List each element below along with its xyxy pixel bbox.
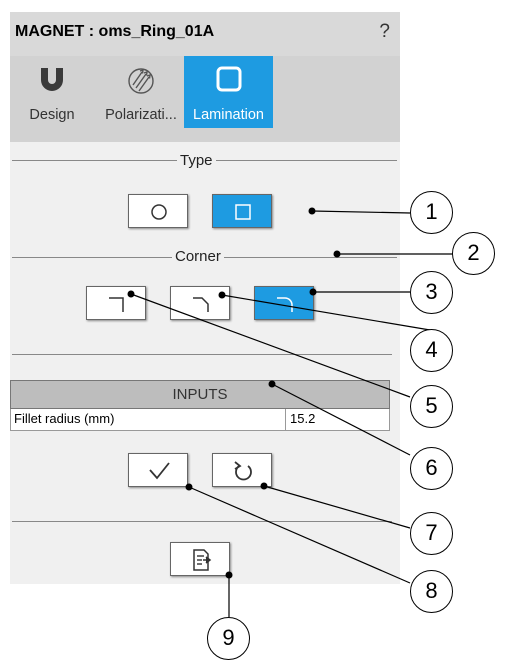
lamination-icon (215, 65, 243, 98)
callout-2: 2 (452, 232, 495, 275)
inputs-table-header: INPUTS (10, 380, 390, 409)
checkmark-icon (149, 462, 170, 480)
undo-icon (234, 461, 252, 481)
tab-polarization[interactable]: Polarizati... (98, 56, 184, 128)
corner-fillet-button[interactable] (254, 286, 314, 320)
title-bar: MAGNET : oms_Ring_01A ? (10, 12, 400, 56)
callout-1: 1 (410, 191, 453, 234)
callout-9: 9 (207, 617, 250, 660)
corner-sharp-button[interactable] (86, 286, 146, 320)
reset-button[interactable] (212, 453, 272, 487)
magnet-icon (37, 65, 67, 100)
type-circle-button[interactable] (128, 194, 188, 228)
tab-design[interactable]: Design (10, 56, 94, 128)
section-divider (12, 354, 392, 355)
panel-title: MAGNET : oms_Ring_01A (15, 23, 215, 40)
exit-icon (193, 549, 212, 571)
apply-button[interactable] (128, 453, 188, 487)
type-section-title: Type (177, 152, 216, 169)
exit-button[interactable] (170, 542, 230, 576)
tab-lamination[interactable]: Lamination (184, 56, 273, 128)
tab-label: Polarizati... (105, 107, 177, 123)
fillet-corner-icon (277, 297, 293, 312)
tab-label: Lamination (193, 107, 264, 123)
callout-6: 6 (410, 447, 453, 490)
corner-section-title: Corner (172, 248, 224, 265)
polarization-icon (125, 65, 157, 102)
callout-7: 7 (410, 512, 453, 555)
callout-3: 3 (410, 271, 453, 314)
lamination-panel: MAGNET : oms_Ring_01A ? Design (10, 12, 400, 584)
fillet-radius-input[interactable]: 15.2 (285, 409, 390, 430)
callout-8: 8 (410, 570, 453, 613)
square-type-icon (235, 204, 251, 220)
callout-4: 4 (410, 329, 453, 372)
table-row: Fillet radius (mm) 15.2 (10, 409, 390, 431)
fillet-radius-label: Fillet radius (mm) (14, 411, 115, 426)
circle-type-icon (151, 204, 167, 220)
tab-label: Design (29, 107, 75, 123)
help-button[interactable]: ? (379, 21, 390, 42)
section-divider-2 (12, 521, 392, 522)
type-square-button[interactable] (212, 194, 272, 228)
tab-strip: Design Polarizati... (10, 56, 400, 142)
chamfer-corner-icon (193, 297, 209, 312)
corner-chamfer-button[interactable] (170, 286, 230, 320)
sharp-corner-icon (109, 297, 124, 312)
callout-5: 5 (410, 385, 453, 428)
